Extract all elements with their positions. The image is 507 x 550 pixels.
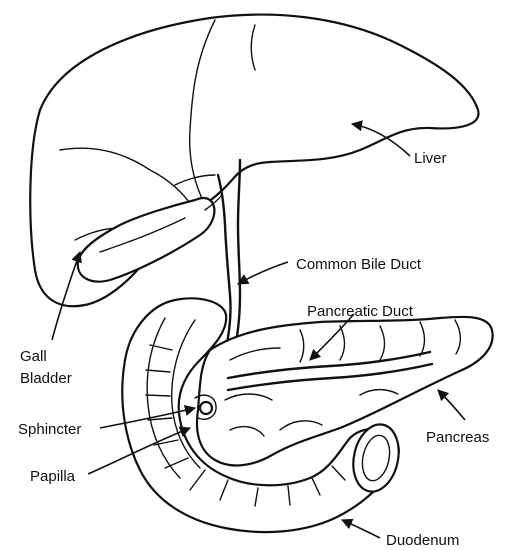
label-liver: Liver — [414, 150, 447, 167]
label-common-bile-duct: Common Bile Duct — [296, 256, 422, 273]
label-pancreatic-duct: Pancreatic Duct — [307, 303, 414, 320]
label-duodenum: Duodenum — [386, 532, 459, 549]
label-bladder: Bladder — [20, 370, 72, 387]
label-pancreas: Pancreas — [426, 429, 489, 446]
label-gall: Gall — [20, 348, 47, 365]
label-sphincter: Sphincter — [18, 421, 81, 438]
label-papilla: Papilla — [30, 468, 76, 485]
